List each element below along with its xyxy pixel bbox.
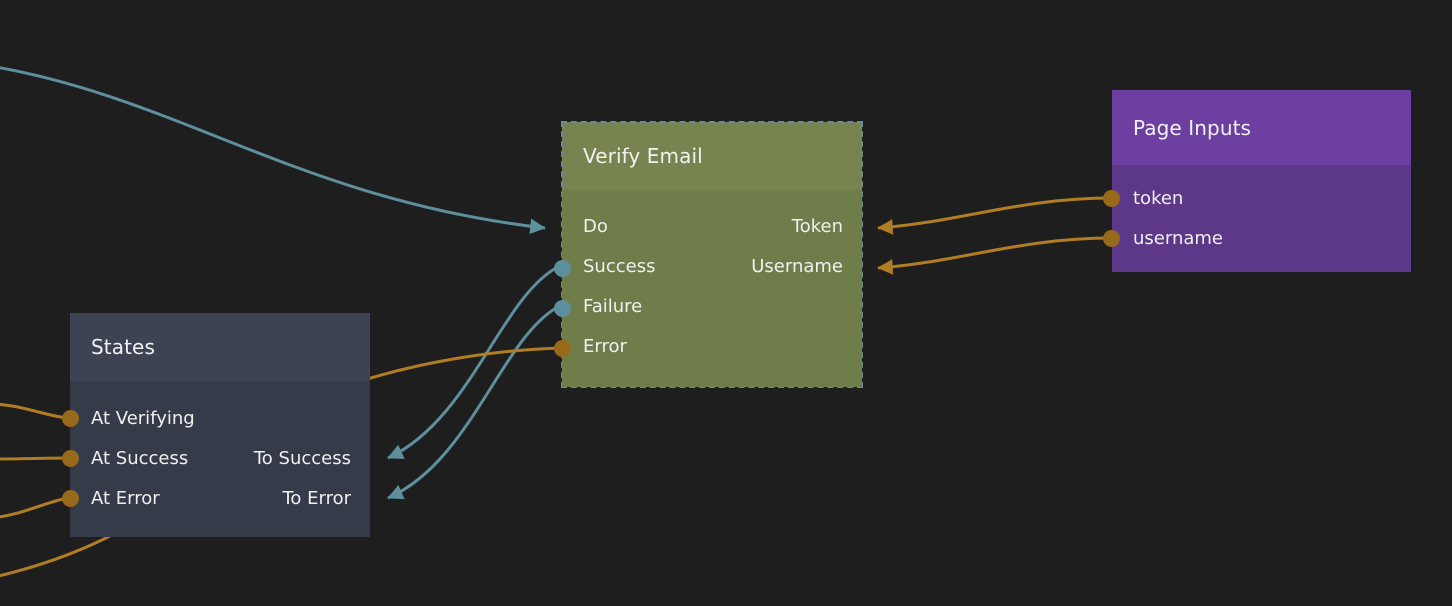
node-page-inputs-title: Page Inputs — [1133, 115, 1252, 140]
port-row-do-token[interactable]: Do Token — [562, 206, 862, 246]
port-label-page-username: username — [1133, 227, 1223, 249]
wire-at-verifying — [0, 402, 69, 420]
port-label-at-error: At Error — [91, 487, 160, 509]
port-dot-at-success[interactable] — [62, 450, 79, 467]
port-dot-at-error[interactable] — [62, 490, 79, 507]
port-dot-at-verifying[interactable] — [62, 410, 79, 427]
port-label-success: Success — [583, 255, 656, 277]
wire-username — [877, 236, 1113, 275]
node-page-inputs[interactable]: Page Inputs token username — [1103, 90, 1411, 272]
node-page-inputs-header[interactable]: Page Inputs — [1112, 90, 1411, 165]
port-row-at-error[interactable]: At Error To Error — [70, 478, 370, 518]
wire-offscreen-to-do — [0, 66, 546, 235]
port-dot-error[interactable] — [554, 340, 571, 357]
port-label-at-success: At Success — [91, 447, 189, 469]
port-label-to-error: To Error — [282, 487, 351, 509]
wire-token — [877, 196, 1113, 235]
node-states-title: States — [91, 335, 155, 359]
port-label-failure: Failure — [583, 295, 643, 317]
port-label-page-token: token — [1133, 187, 1184, 209]
port-row-at-success[interactable]: At Success To Success — [70, 438, 370, 478]
node-page-inputs-body: token username — [1112, 165, 1411, 272]
port-row-at-verifying[interactable]: At Verifying — [70, 398, 370, 438]
port-dot-page-username[interactable] — [1103, 230, 1120, 247]
port-row-error[interactable]: Error — [562, 326, 862, 366]
port-label-to-success: To Success — [253, 447, 351, 469]
node-verify-email-title: Verify Email — [583, 144, 703, 168]
node-states[interactable]: States At Verifying At Success To Succes… — [62, 313, 370, 537]
node-verify-email[interactable]: Verify Email Do Token Success Username F… — [554, 121, 863, 388]
node-verify-email-header[interactable]: Verify Email — [562, 122, 862, 190]
node-states-header[interactable]: States — [70, 313, 370, 381]
port-dot-failure[interactable] — [554, 300, 571, 317]
port-label-username: Username — [751, 255, 843, 277]
wire-at-success — [0, 456, 69, 461]
node-verify-email-body: Do Token Success Username Failure Error — [562, 190, 862, 387]
wire-success-to-states — [387, 266, 557, 460]
port-dot-page-token[interactable] — [1103, 190, 1120, 207]
port-dot-success[interactable] — [554, 260, 571, 277]
wire-at-error — [0, 496, 69, 519]
port-label-do: Do — [583, 215, 608, 237]
port-row-success-username[interactable]: Success Username — [562, 246, 862, 286]
port-row-failure[interactable]: Failure — [562, 286, 862, 326]
port-row-token[interactable]: token — [1112, 178, 1411, 218]
port-label-error: Error — [583, 335, 627, 357]
port-label-at-verifying: At Verifying — [91, 407, 195, 429]
port-row-username[interactable]: username — [1112, 218, 1411, 258]
wire-failure-to-states — [387, 306, 557, 500]
port-label-token: Token — [791, 215, 843, 237]
node-states-body: At Verifying At Success To Success At Er… — [70, 381, 370, 537]
